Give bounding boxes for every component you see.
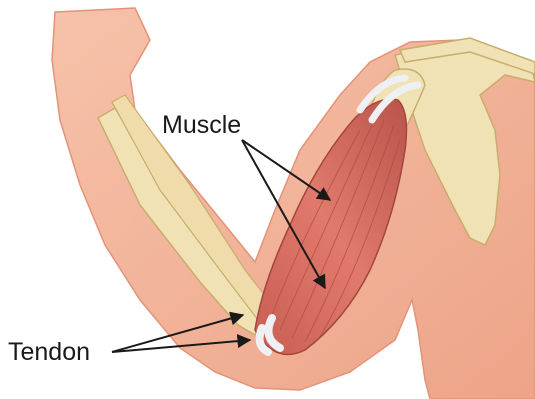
muscle-label: Muscle — [162, 111, 241, 139]
tendon-label: Tendon — [8, 338, 90, 366]
